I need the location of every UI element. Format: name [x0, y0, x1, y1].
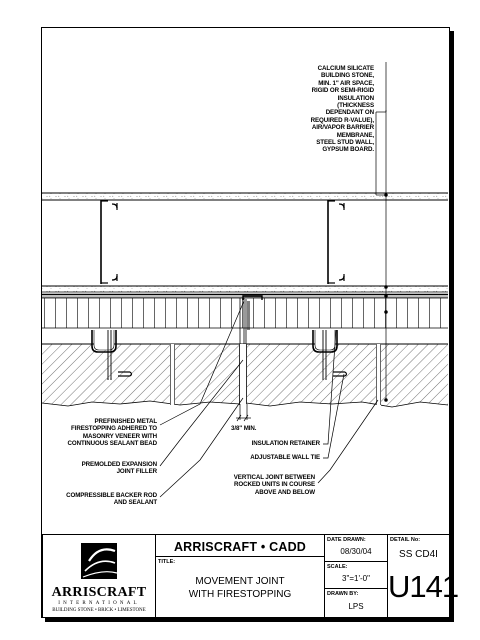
drawn-cell: DRAWN BY: LPS — [324, 588, 388, 618]
drawing-title-line1: MOVEMENT JOINT — [195, 576, 285, 587]
logo-cell: ARRISCRAFT INTERNATIONAL BUILDING STONE … — [42, 534, 156, 618]
title-cell: TITLE: MOVEMENT JOINT WITH FIRESTOPPING — [155, 556, 325, 618]
detail-code: SS CD4I — [399, 549, 438, 560]
steel-stud-left — [100, 200, 118, 284]
drawn-label: DRAWN BY: — [327, 591, 359, 597]
date-cell: DATE DRAWN: 08/30/04 — [324, 534, 388, 562]
company-cell: ARRISCRAFT • CADD — [155, 534, 325, 557]
scale-cell: SCALE: 3"=1'-0" — [324, 561, 388, 589]
detail-number: U141 — [388, 569, 459, 604]
drawn-value: LPS — [348, 602, 364, 611]
date-value: 08/30/04 — [340, 547, 372, 556]
company-name: ARRISCRAFT • CADD — [173, 540, 307, 554]
stone-veneer — [41, 343, 449, 408]
logo-name: ARRISCRAFT — [51, 585, 147, 600]
arriscraft-logo-icon — [81, 543, 118, 579]
wall-tie-left — [91, 330, 133, 380]
scale-label: SCALE: — [327, 564, 348, 570]
detail-cell: DETAIL No: SS CD4I U141 — [387, 534, 459, 618]
label-insulation-retainer: INSULATION RETAINER — [251, 440, 320, 447]
label-min-gap: 3/8" MIN. — [231, 425, 257, 432]
logo-intl: INTERNATIONAL — [58, 601, 140, 606]
sheathing-membrane — [42, 285, 448, 298]
wall-tie-right — [312, 330, 348, 380]
scale-value: 3"=1'-0" — [342, 574, 370, 583]
detail-label: DETAIL No: — [390, 537, 421, 543]
sheet-shadow-bottom — [45, 618, 454, 622]
logo-tagline: BUILDING STONE • BRICK • LIMESTONE — [52, 608, 146, 613]
rigid-insulation — [42, 297, 448, 345]
firestopping-metal — [242, 295, 263, 330]
leader-lines — [159, 62, 388, 498]
drawing-title-line2: WITH FIRESTOPPING — [188, 589, 292, 600]
steel-stud-right — [327, 200, 345, 284]
title-label: TITLE: — [158, 559, 176, 565]
sheet-shadow-right — [450, 31, 454, 622]
date-label: DATE DRAWN: — [327, 537, 366, 543]
gypsum-board — [42, 192, 448, 201]
label-wall-tie: ADJUSTABLE WALL TIE — [250, 454, 320, 461]
